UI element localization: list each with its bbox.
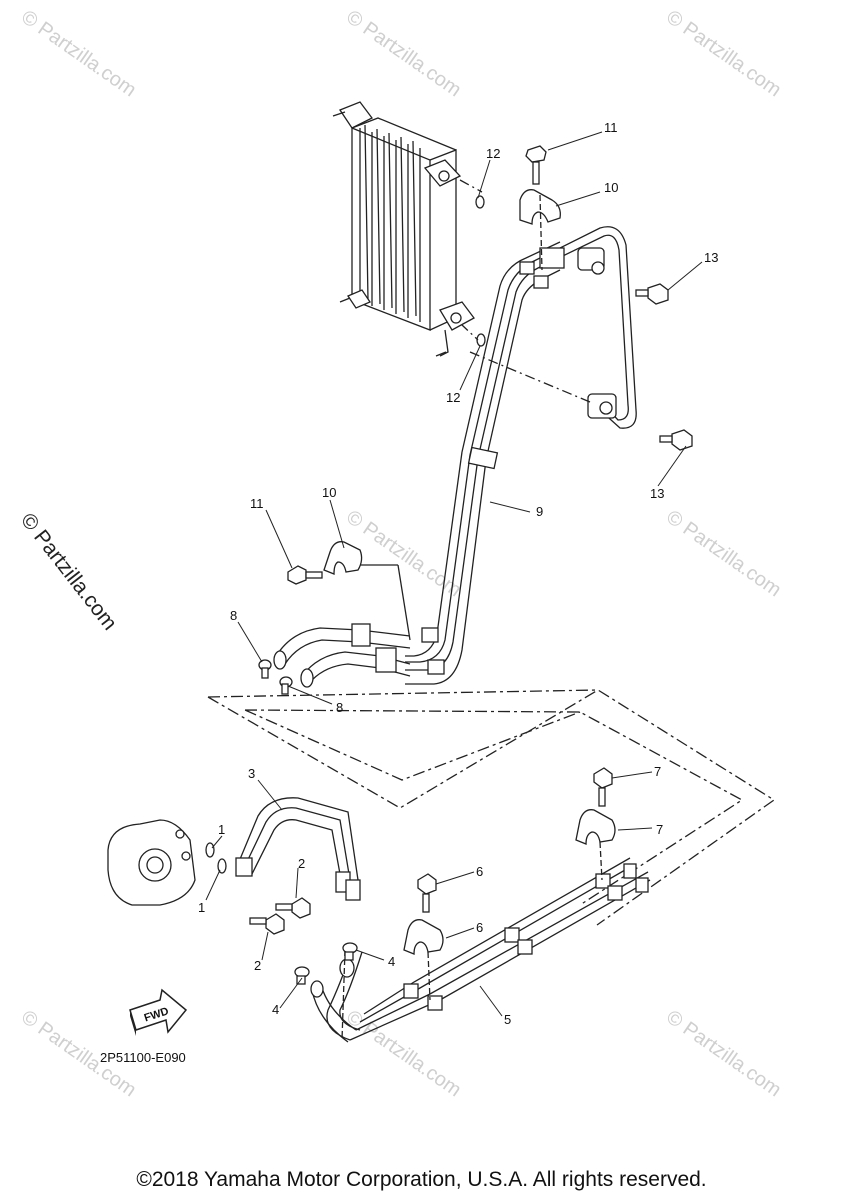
callout-labels: 11 12 10 13 12 13 9 10 11 8 8 3 7 1 7 2 … (198, 120, 718, 1027)
callout-8: 8 (230, 608, 237, 623)
callout-11: 11 (250, 496, 264, 511)
watermark: © Partzilla.com (17, 6, 140, 101)
leader-lines (205, 131, 703, 1017)
callout-6: 6 (476, 920, 483, 935)
callout-2: 2 (298, 856, 305, 871)
oil-cooler-pipe (405, 226, 637, 685)
bolt (287, 145, 693, 585)
callout-2: 2 (254, 958, 261, 973)
bolt (417, 767, 613, 913)
watermark: © Partzilla.com (662, 6, 785, 101)
watermark: © Partzilla.com (342, 1006, 465, 1101)
callout-6: 7 (656, 822, 663, 837)
watermark: © Partzilla.com (662, 1006, 785, 1101)
callout-1: 1 (198, 900, 205, 915)
side-watermark: © Partzilla.com (16, 509, 121, 635)
pipe-holder (323, 189, 561, 641)
hose-clamp (294, 942, 358, 985)
diagram-code: 2P51100-E090 (100, 1050, 186, 1065)
bolt (249, 897, 311, 935)
callout-10: 10 (604, 180, 618, 195)
callout-12: 12 (486, 146, 500, 161)
parts-diagram: © Partzilla.com © Partzilla.com © Partzi… (16, 6, 785, 1101)
oil-filter-housing (107, 819, 196, 906)
pipe-holder (403, 809, 616, 1001)
callout-13: 13 (704, 250, 718, 265)
watermark: © Partzilla.com (662, 506, 785, 601)
callout-7: 6 (476, 864, 483, 879)
callout-4: 4 (272, 1002, 279, 1017)
o-ring (205, 842, 227, 874)
copyright-notice: ©2018 Yamaha Motor Corporation, U.S.A. A… (136, 1168, 707, 1191)
oil-hose-lower (310, 857, 651, 1043)
o-ring (475, 195, 486, 347)
callout-7: 7 (654, 764, 661, 779)
forward-arrow-icon: FWD (129, 988, 188, 1036)
callout-4: 4 (388, 954, 395, 969)
callout-8: 8 (336, 700, 343, 715)
callout-1: 1 (218, 822, 225, 837)
callout-9: 9 (536, 504, 543, 519)
callout-13: 13 (650, 486, 664, 501)
oil-hose-upper (273, 623, 411, 688)
callout-11: 11 (604, 120, 618, 135)
callout-3: 3 (248, 766, 255, 781)
routing-outline (207, 689, 776, 926)
watermark: © Partzilla.com (342, 6, 465, 101)
callout-12: 12 (446, 390, 460, 405)
callout-10: 10 (322, 485, 336, 500)
hose-clamp (258, 659, 293, 695)
oil-pipe-lower (235, 797, 361, 901)
oil-cooler (332, 101, 483, 357)
callout-5: 5 (504, 1012, 511, 1027)
